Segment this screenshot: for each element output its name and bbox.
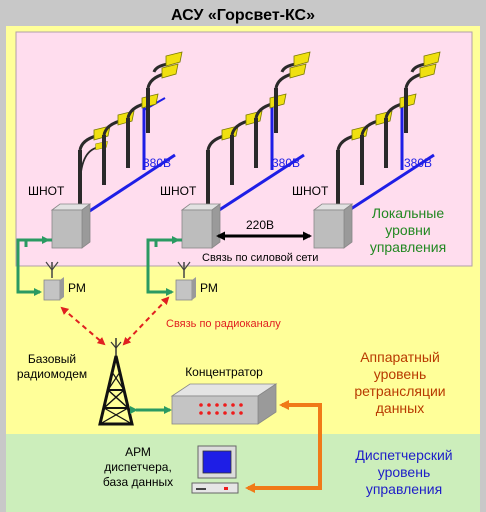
lamps-3 bbox=[336, 51, 441, 205]
arrow-to-rm-1 bbox=[16, 285, 42, 296]
dispatch-level-line2: уровень bbox=[378, 464, 431, 480]
dispatch-level-line1: Диспетчерский bbox=[355, 447, 452, 463]
radio-module-1 bbox=[43, 261, 64, 301]
lamp-3d bbox=[404, 63, 437, 133]
lamps-2 bbox=[206, 51, 311, 205]
cabinet-label-2: ШНОТ bbox=[160, 184, 197, 198]
dispatch-level-label: Диспетчерский уровень управления bbox=[355, 447, 452, 497]
radio-module-label-2: РМ bbox=[200, 281, 218, 295]
wire-main-2 bbox=[209, 153, 305, 218]
voltage-label-3: 380В bbox=[404, 156, 432, 170]
apparatus-level-line2: уровень bbox=[374, 366, 427, 382]
cabinet-1 bbox=[50, 203, 92, 249]
local-level-line1: Локальные bbox=[372, 205, 444, 221]
workstation-label-line3: база данных bbox=[103, 475, 173, 489]
cabinet-label-1: ШНОТ bbox=[28, 184, 65, 198]
radio-link-caption: Связь по радиоканалу bbox=[166, 318, 281, 330]
radio-module-2 bbox=[175, 261, 196, 301]
dispatch-level-line3: управления bbox=[366, 481, 442, 497]
base-modem-label-line1: Базовый bbox=[28, 352, 76, 366]
arrow-to-cabinet-2 bbox=[154, 236, 180, 247]
lamp-1e bbox=[152, 51, 183, 73]
radio-module-label-1: РМ bbox=[68, 281, 86, 295]
power-voltage-label: 220В bbox=[246, 218, 274, 232]
concentrator-device bbox=[170, 383, 278, 425]
radio-link-2 bbox=[122, 296, 170, 346]
voltage-label-1: 380В bbox=[143, 156, 171, 170]
lamps-1 bbox=[78, 51, 183, 205]
apparatus-level-line1: Аппаратный bbox=[360, 349, 440, 365]
wiring-3 bbox=[339, 100, 435, 218]
voltage-label-2: 380В bbox=[272, 156, 300, 170]
lamp-2e bbox=[280, 51, 311, 73]
page-title: АСУ «Горсвет-КС» bbox=[171, 7, 315, 24]
workstation-label-line2: диспетчера, bbox=[104, 460, 172, 474]
lamp-2d bbox=[274, 63, 307, 133]
power-link-caption: Связь по силовой сети bbox=[202, 252, 318, 264]
lamp-3e bbox=[410, 51, 441, 73]
cabinet-2 bbox=[180, 203, 222, 249]
radio-link-1 bbox=[60, 306, 106, 346]
dispatch-zone bbox=[6, 434, 480, 512]
cabinet-3 bbox=[312, 203, 354, 249]
apparatus-level-line4: данных bbox=[376, 400, 424, 416]
wire-main-1 bbox=[81, 153, 176, 218]
workstation-label-line1: АРМ bbox=[125, 445, 151, 459]
cabinet-label-3: ШНОТ bbox=[292, 184, 329, 198]
base-modem-tower bbox=[98, 338, 134, 426]
local-level-line3: управления bbox=[370, 239, 446, 255]
wire-main-3 bbox=[339, 153, 435, 218]
base-modem-label-line2: радиомодем bbox=[17, 367, 87, 381]
local-level-line2: уровни bbox=[385, 222, 430, 238]
arrow-to-rm-2 bbox=[146, 285, 174, 296]
apparatus-level-line3: ретрансляции bbox=[354, 383, 445, 399]
concentrator-label: Концентратор bbox=[185, 365, 263, 379]
lamp-1d bbox=[146, 63, 179, 133]
wiring-2 bbox=[209, 100, 305, 218]
arrow-to-cabinet-1 bbox=[24, 236, 50, 247]
workstation-computer bbox=[191, 445, 239, 494]
apparatus-level-label: Аппаратный уровень ретрансляции данных bbox=[354, 349, 445, 416]
local-level-label: Локальные уровни управления bbox=[370, 205, 446, 255]
